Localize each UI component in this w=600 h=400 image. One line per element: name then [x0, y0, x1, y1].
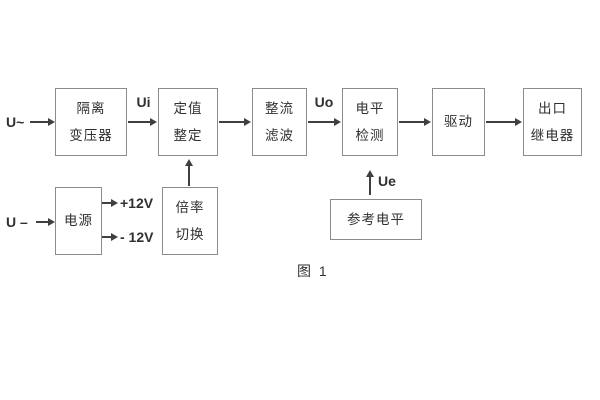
arrow-shaft — [102, 236, 112, 238]
arrowhead-right-icon — [111, 233, 118, 241]
block-label: 出口 — [538, 101, 567, 116]
block-label: 定值 — [173, 101, 203, 116]
arrow-shaft — [486, 121, 516, 123]
block-label: 继电器 — [530, 127, 575, 143]
block-label: 整定 — [173, 127, 203, 143]
arrow-rail-minus12v — [102, 233, 118, 241]
label-rail-minus12v: - 12V — [120, 229, 154, 245]
label-input-ac: U~ — [6, 114, 25, 130]
label-rail-plus12v: +12V — [120, 195, 154, 211]
arrow-level-to-driver — [399, 118, 431, 126]
figure-caption: 图 1 — [297, 263, 329, 279]
arrow-dc-input — [36, 218, 55, 226]
block-power-supply: 电源 — [55, 187, 102, 255]
block-label: 变压器 — [69, 127, 113, 143]
block-reference-level: 参考电平 — [330, 199, 422, 240]
arrow-shaft — [308, 121, 335, 123]
arrow-shaft — [128, 121, 151, 123]
block-label: 参考电平 — [347, 211, 405, 227]
arrow-shaft — [219, 121, 245, 123]
arrowhead-right-icon — [244, 118, 251, 126]
arrowhead-right-icon — [48, 118, 55, 126]
arrow-shaft — [36, 221, 49, 223]
block-label: 隔离 — [76, 101, 106, 116]
arrowhead-right-icon — [334, 118, 341, 126]
arrowhead-up-icon — [185, 159, 193, 166]
block-output-relay: 出口 继电器 — [523, 88, 582, 156]
label-signal-uo: Uo — [314, 94, 334, 110]
arrow-rectifier-to-level — [308, 118, 341, 126]
arrow-reference-to-level — [366, 170, 374, 195]
block-rectifier-filter: 整流 滤波 — [252, 88, 307, 156]
arrow-driver-to-output — [486, 118, 522, 126]
arrowhead-right-icon — [424, 118, 431, 126]
block-ratio-switch: 倍率 切换 — [162, 187, 218, 255]
block-label: 倍率 — [175, 200, 205, 215]
block-label: 整流 — [265, 101, 294, 116]
block-driver: 驱动 — [432, 88, 485, 156]
arrow-shaft — [399, 121, 425, 123]
arrow-shaft — [102, 202, 112, 204]
arrowhead-right-icon — [515, 118, 522, 126]
block-label: 驱动 — [444, 114, 473, 130]
label-signal-ui: Ui — [136, 94, 151, 110]
arrowhead-right-icon — [48, 218, 55, 226]
block-label: 电源 — [64, 213, 93, 229]
arrow-ratio-to-setting — [185, 159, 193, 186]
block-label: 切换 — [175, 226, 205, 242]
arrowhead-right-icon — [111, 199, 118, 207]
arrow-ac-input — [30, 118, 55, 126]
block-level-detector: 电平 检测 — [342, 88, 398, 156]
arrow-rail-plus12v — [102, 199, 118, 207]
arrow-shaft — [30, 121, 49, 123]
block-isolation-transformer: 隔离 变压器 — [55, 88, 127, 156]
arrowhead-right-icon — [150, 118, 157, 126]
label-signal-ue: Ue — [378, 173, 396, 189]
block-label: 检测 — [355, 127, 385, 143]
arrow-shaft — [369, 176, 371, 195]
arrow-shaft — [188, 165, 190, 186]
arrow-isolation-to-setting — [128, 118, 157, 126]
block-setting-adjust: 定值 整定 — [158, 88, 218, 156]
arrow-setting-to-rectifier — [219, 118, 251, 126]
block-label: 电平 — [355, 101, 385, 116]
arrowhead-up-icon — [366, 170, 374, 177]
block-label: 滤波 — [265, 127, 294, 143]
label-input-dc: U – — [6, 214, 28, 230]
